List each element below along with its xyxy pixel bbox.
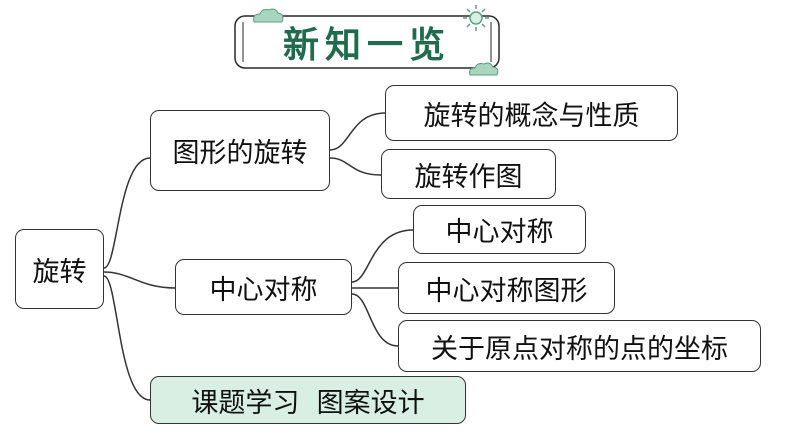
- branch-node-pattern-design: 课题学习 图案设计: [150, 376, 466, 424]
- link-branch0-child-0: [329, 112, 386, 151]
- leaf-node-central-symmetry: 中心对称: [413, 205, 586, 254]
- page-title: 新知一览: [282, 24, 451, 66]
- link-root-branch-1: [103, 271, 176, 289]
- link-branch1-child-0: [351, 229, 414, 283]
- branch-node-central-symmetry: 中心对称: [175, 259, 352, 315]
- cloud-icon: [469, 62, 499, 76]
- root-node: 旋转: [15, 229, 104, 309]
- leaf-node-rotation-concept: 旋转的概念与性质: [385, 85, 678, 141]
- leaf-node-origin-symmetric-coordinates: 关于原点对称的点的坐标: [398, 320, 761, 372]
- link-root-branch-2: [103, 275, 151, 401]
- title-frame: [234, 15, 500, 69]
- title-banner: 新知一览: [233, 12, 501, 72]
- branch-node-graphic-rotation: 图形的旋转: [150, 110, 330, 191]
- link-branch1-child-2: [351, 293, 399, 347]
- leaf-node-central-symmetric-figure: 中心对称图形: [398, 262, 615, 314]
- link-branch0-child-1: [329, 157, 382, 176]
- sun-icon: [463, 5, 489, 31]
- leaf-node-rotation-drawing: 旋转作图: [381, 149, 556, 199]
- link-root-branch-0: [103, 157, 151, 269]
- cloud-icon: [253, 8, 284, 23]
